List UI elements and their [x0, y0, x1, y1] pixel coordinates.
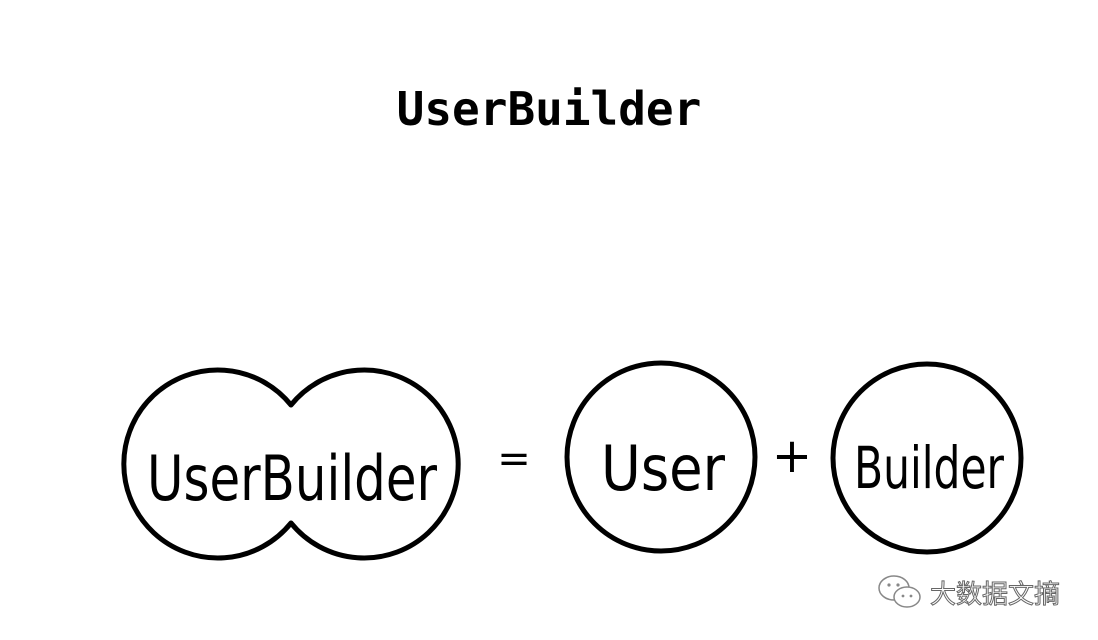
wechat-icon [878, 575, 921, 608]
combined-label: UserBuilder [147, 442, 437, 515]
builder-label: Builder [854, 434, 1004, 502]
equals-sign: = [497, 436, 531, 482]
plus-sign: + [772, 428, 812, 484]
page-title: UserBuilder [396, 82, 702, 136]
watermark: 大数据文摘 [876, 572, 1061, 612]
watermark-text: 大数据文摘 [929, 579, 1061, 610]
user-circle [564, 360, 758, 554]
combined-circle-outline [121, 367, 461, 561]
builder-circle [830, 361, 1024, 555]
user-label: User [601, 432, 725, 505]
